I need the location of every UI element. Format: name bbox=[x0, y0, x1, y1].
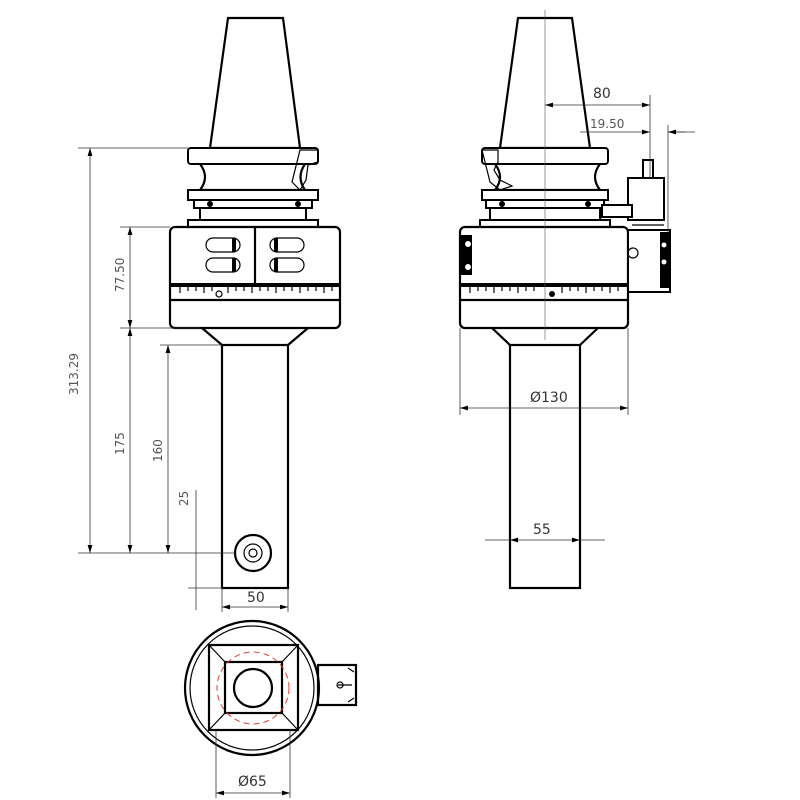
screw bbox=[465, 241, 471, 247]
dim-shank-width-side: 50 bbox=[247, 590, 265, 606]
body-inner bbox=[189, 625, 315, 751]
zero-mark bbox=[549, 291, 555, 297]
neck bbox=[199, 207, 307, 221]
side-view bbox=[168, 16, 342, 590]
band-dot bbox=[295, 201, 301, 207]
bottom-view bbox=[183, 619, 358, 757]
drive-notch bbox=[291, 149, 319, 191]
bar-square-outer bbox=[207, 643, 300, 732]
spring bbox=[632, 219, 664, 231]
tool-bar bbox=[220, 343, 290, 590]
clamp-screw-head bbox=[642, 159, 654, 179]
bevels bbox=[208, 644, 299, 731]
scale-ticks bbox=[179, 287, 333, 293]
screw-center bbox=[248, 548, 258, 558]
dim-clamp-width: 19.50 bbox=[590, 117, 624, 131]
bar-square-inner bbox=[223, 660, 284, 715]
insert-hole bbox=[233, 533, 273, 573]
pitch-circle bbox=[216, 651, 290, 725]
taper-shank bbox=[208, 16, 302, 150]
scale-band bbox=[170, 283, 340, 287]
clamp-lever bbox=[601, 204, 633, 218]
tool-bar bbox=[508, 343, 582, 590]
flange-groove bbox=[197, 163, 308, 192]
insert-screw bbox=[243, 543, 263, 563]
cone bbox=[201, 327, 309, 346]
dim-shank-width-front: 55 bbox=[533, 522, 551, 538]
clamp-pin bbox=[336, 681, 344, 689]
zero-mark bbox=[215, 290, 223, 298]
screw bbox=[465, 264, 471, 270]
bore-circle bbox=[232, 667, 274, 709]
band-dot bbox=[207, 201, 213, 207]
band-dot bbox=[585, 201, 591, 207]
dim-shank-from-body: 175 bbox=[113, 432, 127, 455]
bottom-view-dimensions: Ø65 bbox=[215, 730, 291, 798]
dim-hole-offset: 25 bbox=[177, 491, 191, 506]
body-outline bbox=[183, 619, 321, 757]
clamp-detail bbox=[338, 667, 355, 703]
clamp-assembly bbox=[601, 159, 671, 293]
scale-ticks bbox=[469, 287, 619, 293]
dim-overall-length: 313.29 bbox=[67, 353, 81, 395]
scale-band bbox=[460, 283, 628, 287]
front-view bbox=[458, 10, 671, 590]
dim-body-height: 77.50 bbox=[113, 258, 127, 292]
dim-bore-diameter: Ø65 bbox=[238, 774, 267, 790]
front-view-dimensions: Ø130 55 80 19.50 bbox=[459, 86, 695, 543]
drive-notch bbox=[481, 149, 514, 191]
dim-clamp-offset: 80 bbox=[593, 86, 611, 102]
cone bbox=[491, 327, 599, 346]
clamp-block bbox=[627, 177, 665, 221]
clamp-pin bbox=[627, 247, 639, 259]
dim-body-diameter: Ø130 bbox=[530, 390, 568, 406]
boring-head-body bbox=[458, 225, 630, 330]
band-dot bbox=[499, 201, 505, 207]
dim-shank-length: 160 bbox=[151, 439, 165, 462]
side-view-dimensions: 313.29 77.50 175 160 25 50 bbox=[67, 147, 289, 612]
adjust-slots bbox=[205, 237, 305, 273]
flange-bottom bbox=[187, 189, 319, 201]
